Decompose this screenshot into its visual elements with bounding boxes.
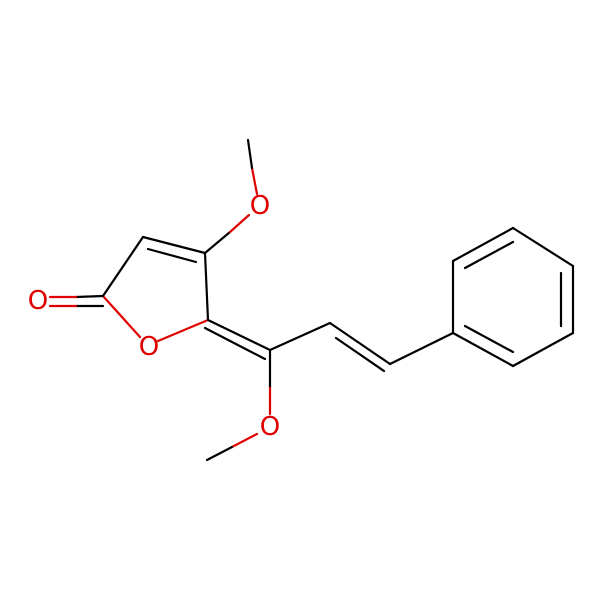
bond-o-ring-c2 — [101, 294, 142, 339]
bond-ph-5 — [511, 331, 575, 368]
bond-c4-o-methoxy-o — [228, 213, 251, 234]
bond-ph-6 — [451, 331, 515, 368]
bond-c4-o-methoxy — [203, 230, 232, 255]
bond-c5-o-ring — [156, 318, 210, 343]
bond-c3-c4 — [141, 235, 207, 255]
bond-ph-3 — [511, 226, 575, 268]
bond-c4-c5 — [203, 251, 210, 322]
bond-vinyl-double-inner — [334, 336, 386, 373]
bond-c3-c4-inner — [146, 247, 198, 264]
bond-o-methyl-top-o — [250, 166, 259, 196]
bond-c2-c3 — [101, 235, 145, 298]
bond-ph-inner-1 — [463, 240, 515, 270]
bond-o-methyl-bottom — [205, 445, 234, 462]
bond-c5-c-exo — [206, 318, 272, 352]
atom-o-methoxy-bottom: O — [260, 412, 280, 442]
bond-ph-inner-3 — [463, 324, 515, 354]
atom-o-ring: O — [139, 332, 159, 362]
bond-c-exo-c-vinyl1 — [268, 321, 332, 352]
bond-vinyl-double — [328, 321, 392, 366]
bond-ph-2 — [451, 226, 515, 263]
atom-o-carbonyl: O — [28, 286, 48, 316]
bond-c2-o-carbonyl — [74, 294, 105, 299]
bond-c-vinyl2-phenyl — [388, 331, 455, 366]
bond-c5-c-exo-inner — [203, 326, 267, 361]
bond-o-methyl-top — [246, 138, 254, 170]
bond-o-methyl-bottom-o — [230, 432, 259, 449]
atom-o-methoxy-top: O — [250, 191, 270, 221]
